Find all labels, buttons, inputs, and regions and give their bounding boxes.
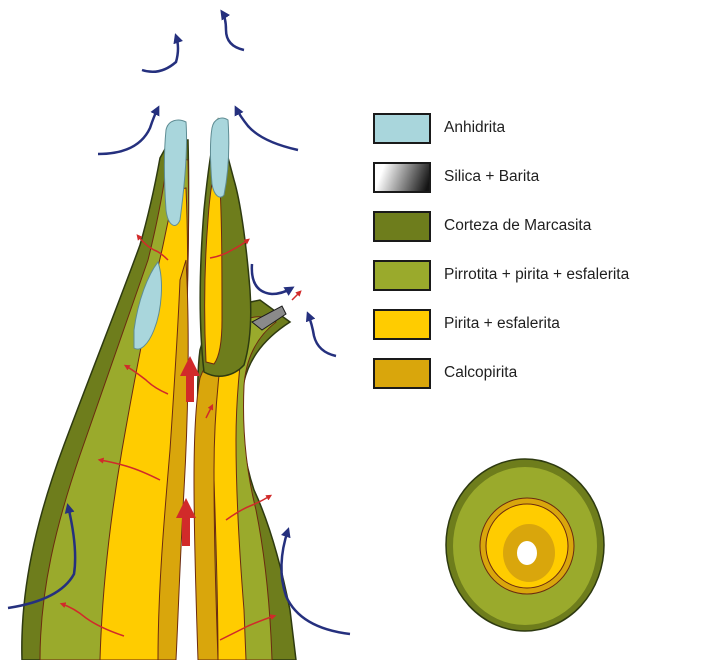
curved-arrow-icon bbox=[236, 108, 298, 150]
legend-swatch bbox=[373, 113, 431, 144]
legend-label: Pirita + esfalerita bbox=[444, 315, 560, 333]
curved-arrow-icon bbox=[222, 12, 244, 50]
legend-label: Pirrotita + pirita + esfalerita bbox=[444, 266, 629, 284]
legend-item-pirrotita: Pirrotita + pirita + esfalerita bbox=[373, 251, 723, 299]
legend-swatch bbox=[373, 358, 431, 389]
legend-label: Silica + Barita bbox=[444, 168, 539, 186]
curved-arrow-icon bbox=[308, 314, 336, 356]
mineral-legend: Anhidrita Silica + Barita Corteza de Mar… bbox=[373, 104, 723, 398]
legend-label: Calcopirita bbox=[444, 364, 517, 382]
curved-arrow-icon bbox=[252, 264, 292, 294]
legend-swatch bbox=[373, 260, 431, 291]
legend-swatch bbox=[373, 211, 431, 242]
legend-item-corteza-de-marcasita: Corteza de Marcasita bbox=[373, 202, 723, 250]
legend-label: Anhidrita bbox=[444, 119, 505, 137]
legend-item-calcopirita: Calcopirita bbox=[373, 349, 723, 397]
legend-item-anhidrita: Anhidrita bbox=[373, 104, 723, 152]
legend-swatch bbox=[373, 309, 431, 340]
curved-arrow-icon bbox=[98, 108, 158, 154]
right-anhydrite-tip bbox=[211, 118, 229, 197]
right-chimney-wall bbox=[194, 118, 296, 660]
chimney-plan-view bbox=[446, 459, 604, 631]
legend-item-pirita-esfalerita: Pirita + esfalerita bbox=[373, 300, 723, 348]
legend-item-silica-barita: Silica + Barita bbox=[373, 153, 723, 201]
legend-swatch bbox=[373, 162, 431, 193]
legend-label: Corteza de Marcasita bbox=[444, 217, 591, 235]
curved-arrow-icon bbox=[142, 36, 178, 72]
plan-view-conduit bbox=[517, 541, 537, 565]
left-chimney-wall bbox=[22, 120, 189, 660]
red-flow-line bbox=[292, 292, 300, 300]
